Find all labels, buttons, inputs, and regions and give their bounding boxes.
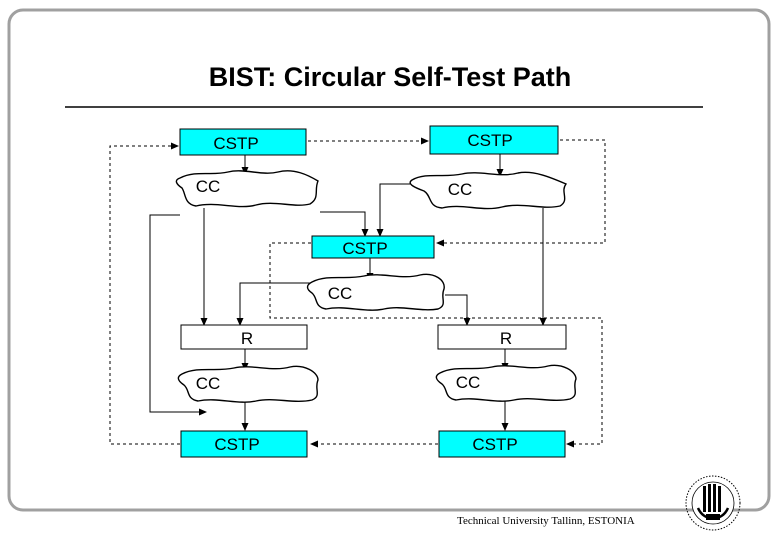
- cc-middle: CC: [306, 273, 445, 311]
- cstp-bottom-left: CSTP: [180, 430, 308, 458]
- register-label: R: [241, 329, 253, 348]
- cstp-label: CSTP: [214, 435, 259, 454]
- cstp-middle: CSTP: [311, 235, 435, 259]
- scan-path: [269, 242, 603, 448]
- register-right: R: [437, 324, 567, 350]
- connector: [376, 183, 410, 237]
- register-left: R: [180, 324, 308, 350]
- connector: [149, 214, 207, 416]
- cstp-top-left: CSTP: [179, 128, 307, 156]
- cstp-label: CSTP: [213, 134, 258, 153]
- cc-label: CC: [196, 374, 221, 393]
- university-logo-icon: [685, 475, 741, 531]
- cc-label: CC: [196, 177, 221, 196]
- register-label: R: [500, 329, 512, 348]
- footer-text: Technical University Tallinn, ESTONIA: [457, 515, 635, 527]
- cstp-bottom-right: CSTP: [438, 430, 566, 458]
- cstp-label: CSTP: [342, 239, 387, 258]
- cc-label: CC: [448, 180, 473, 199]
- slide-frame: [7, 8, 771, 512]
- scan-path: [109, 142, 180, 445]
- cc-top-right: CC: [409, 171, 568, 210]
- connector: [236, 282, 310, 326]
- cstp-label: CSTP: [472, 435, 517, 454]
- connector: [445, 294, 471, 326]
- cstp-top-right: CSTP: [429, 125, 559, 155]
- page-title: BIST: Circular Self-Test Path: [209, 62, 572, 92]
- cstp-label: CSTP: [467, 131, 512, 150]
- cc-label: CC: [456, 373, 481, 392]
- scan-path: [436, 139, 606, 247]
- cc-top-left: CC: [175, 170, 319, 208]
- cc-bottom-right: CC: [435, 364, 577, 402]
- connector: [320, 211, 369, 237]
- cc-label: CC: [328, 284, 353, 303]
- cc-bottom-left: CC: [177, 365, 319, 403]
